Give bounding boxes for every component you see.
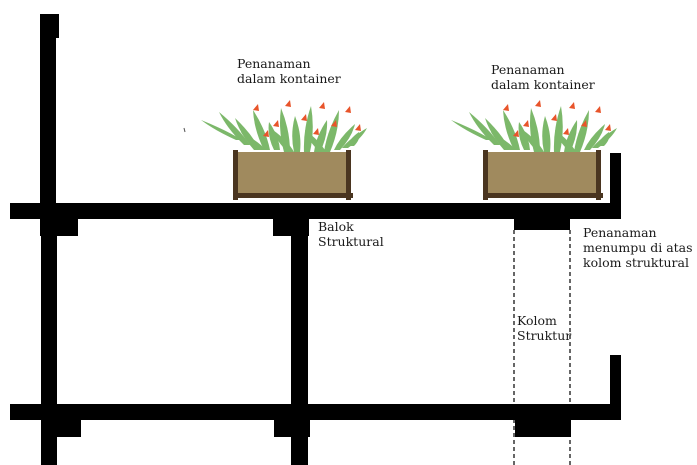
planter-box [235,152,349,195]
flower-petal [569,102,575,109]
leaf-shape [268,122,280,150]
leaf-shape [503,110,520,150]
leaf-shape [334,124,355,150]
leaf-shape [553,106,563,152]
flower-petal [355,124,361,131]
upper-beam [10,203,613,219]
leaf-shape [219,112,250,145]
label-planting-container-right: Penanaman dalam kontainer [491,62,595,92]
lower-middle-haunch [274,419,310,437]
flower-petal [563,128,569,135]
flower-icon [253,100,361,137]
leaf-shape [491,132,516,150]
flower-petal [263,130,269,137]
flower-petal [581,120,587,127]
lower-left-haunch [43,419,81,437]
leaf-shape [518,122,530,150]
leaf-shape [348,132,360,146]
flower-petal [285,100,291,107]
plant-icon [201,106,367,152]
flower-petal [535,100,541,107]
flower-icon [503,100,611,137]
leaf-shape [305,130,326,152]
flower-petal [313,128,319,135]
leaf-shape [598,132,610,146]
planter-box [485,152,599,195]
stray-mark [183,127,186,133]
flower-petal [301,114,307,121]
leaf-shape [292,116,301,152]
leaf-shape [324,110,339,152]
label-planting-container-left: Penanaman dalam kontainer [237,56,341,86]
label-structural-beam: Balok Struktural [318,219,384,249]
leaf-shape [451,120,492,140]
left-top-post-cap [40,14,59,38]
leaf-shape [574,110,589,152]
middle-column [291,218,308,465]
leaf-shape [584,124,605,150]
lower-beam [10,404,620,420]
flower-petal [253,104,259,111]
planter-right [451,100,617,200]
right-parapet [610,153,621,219]
flower-petal [513,130,519,137]
lower-right-post [610,355,621,420]
planters [201,100,617,200]
flower-petal [319,102,325,109]
leaf-shape [253,110,270,150]
structural-frame [10,14,621,465]
plant-icon [451,106,617,152]
leaf-shape [273,130,294,152]
flower-petal [345,106,351,113]
label-structural-column: Kolom Struktur [517,313,572,343]
flower-petal [605,124,611,131]
flower-petal [551,114,557,121]
leaf-shape [523,130,544,152]
flower-petal [331,120,337,127]
flower-petal [273,120,279,127]
left-top-post [40,14,56,214]
leaf-shape [555,130,576,152]
planter-base [483,193,603,198]
left-column [41,218,57,465]
label-planting-on-column: Penanaman menumpu di atas kolom struktur… [583,225,693,270]
planter-right-leg [346,150,351,200]
planter-right-leg [596,150,601,200]
lower-right-block [515,413,571,437]
leaf-shape [241,132,266,150]
flower-petal [595,106,601,113]
leaf-shape [201,120,242,140]
leaf-shape [303,106,313,152]
leaf-shape [542,116,551,152]
flower-petal [503,104,509,111]
planter-left-leg [483,150,488,200]
planter-left [201,100,367,200]
planter-base [233,193,353,198]
leaf-shape [469,112,500,145]
flower-petal [523,120,529,127]
right-beam-block [514,213,570,230]
planter-left-leg [233,150,238,200]
